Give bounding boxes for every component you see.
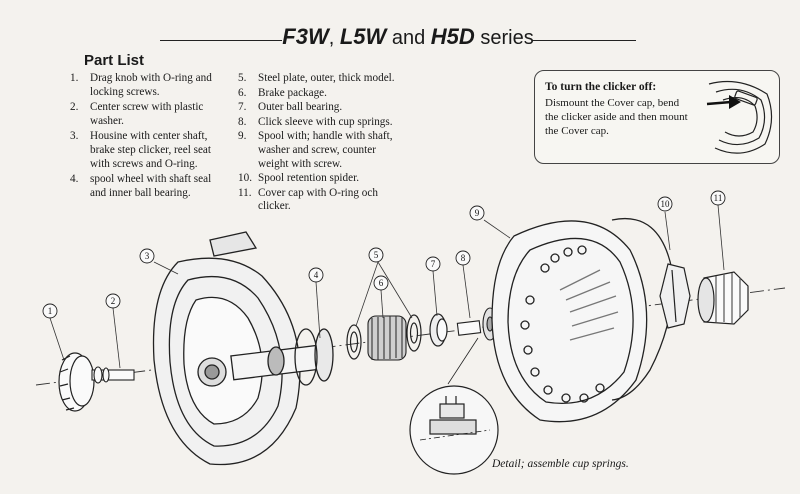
part-number: 1. bbox=[70, 72, 79, 84]
callout-label-1: 1 bbox=[48, 306, 53, 316]
detail-caption: Detail; assemble cup springs. bbox=[492, 458, 629, 470]
part-number: 8. bbox=[238, 115, 247, 128]
callout-label-2: 2 bbox=[111, 296, 116, 306]
part-item-9: 9. Spool with; handle with shaft, washer … bbox=[238, 130, 398, 171]
part-description: Spool with; handle with shaft, washer an… bbox=[258, 130, 393, 170]
part-number: 2. bbox=[70, 101, 79, 114]
callout-leaders bbox=[49, 204, 725, 369]
callout-label-9: 9 bbox=[475, 208, 480, 218]
callout-circle-6 bbox=[373, 275, 389, 291]
steel-plate-part bbox=[346, 314, 422, 360]
part-description: Drag knob with O-ring and locking screws… bbox=[90, 72, 212, 98]
part-number: 10. bbox=[238, 172, 252, 185]
part-item-2: 2. Center screw with plastic washer. bbox=[70, 101, 220, 128]
callout-circle-7 bbox=[425, 256, 441, 272]
part-description: Cover cap with O-ring och clicker. bbox=[258, 186, 378, 213]
part-number: 9. bbox=[238, 130, 247, 143]
callout-label-5: 5 bbox=[374, 250, 379, 260]
drag-knob-part bbox=[58, 352, 95, 412]
leader-6 bbox=[380, 289, 384, 319]
leader-8 bbox=[462, 264, 471, 319]
callout-circle-4 bbox=[308, 267, 324, 283]
leader-7 bbox=[432, 270, 438, 317]
callout-label-6: 6 bbox=[379, 278, 384, 288]
part-description: Brake package. bbox=[258, 86, 327, 99]
spool-part bbox=[491, 218, 674, 423]
part-item-11: 11. Cover cap with O-ring och clicker. bbox=[238, 187, 398, 214]
clicker-note-heading: To turn the clicker off: bbox=[545, 81, 657, 93]
click-sleeve-part bbox=[456, 307, 498, 341]
title-and: and bbox=[391, 27, 426, 49]
leader-5b bbox=[377, 261, 413, 319]
callout-circle-10 bbox=[657, 196, 673, 212]
part-number: 3. bbox=[70, 130, 79, 143]
callout-circles bbox=[42, 190, 726, 319]
clicker-detail-illustration bbox=[706, 81, 773, 154]
callout-label-10: 10 bbox=[661, 199, 671, 209]
center-screw-part bbox=[91, 366, 135, 384]
leader-4 bbox=[315, 281, 321, 339]
part-description: Click sleeve with cup springs. bbox=[258, 115, 393, 128]
part-number: 5. bbox=[238, 72, 247, 84]
part-item-3: 3. Housine with center shaft, brake step … bbox=[70, 130, 220, 171]
leader-10 bbox=[664, 211, 671, 251]
callout-label-7: 7 bbox=[431, 259, 436, 269]
title-series: series bbox=[480, 27, 534, 49]
leader-1 bbox=[49, 317, 65, 361]
part-number: 7. bbox=[238, 101, 247, 114]
series-title: F3W, L5W and H5D series bbox=[278, 24, 538, 50]
callout-label-4: 4 bbox=[314, 270, 319, 280]
leader-2 bbox=[112, 307, 121, 369]
part-item-8: 8. Click sleeve with cup springs. bbox=[238, 116, 398, 130]
part-description: Housine with center shaft, brake step cl… bbox=[90, 130, 211, 170]
detail-magnifier bbox=[409, 337, 499, 475]
callout-label-11: 11 bbox=[714, 193, 723, 203]
title-rule-right bbox=[532, 40, 636, 41]
leader-5a bbox=[355, 261, 379, 327]
part-list-column-2: 5. Steel plate, outer, thick model. 6. Bra… bbox=[238, 72, 398, 215]
part-number: 11. bbox=[238, 186, 252, 199]
retention-spider-part bbox=[659, 263, 691, 329]
part-list-heading: Part List bbox=[84, 52, 145, 69]
part-item-5: 5. Steel plate, outer, thick model. bbox=[238, 72, 398, 86]
part-list-column-1: 1. Drag knob with O-ring and locking scre… bbox=[70, 72, 220, 202]
part-description: Spool retention spider. bbox=[258, 172, 359, 185]
title-rule-left bbox=[160, 40, 282, 41]
leader-9 bbox=[483, 219, 511, 239]
callout-label-8: 8 bbox=[461, 253, 466, 263]
leader-3 bbox=[153, 261, 179, 275]
clicker-note-body: Dismount the Cover cap, bend the clicker… bbox=[545, 97, 688, 137]
callout-circle-3 bbox=[139, 248, 155, 264]
part-item-4: 4. spool wheel with shaft seal and inner … bbox=[70, 173, 220, 200]
leader-11 bbox=[717, 204, 725, 271]
title-comma: , bbox=[328, 27, 335, 49]
part-description: Steel plate, outer, thick model. bbox=[258, 72, 395, 84]
part-description: Center screw with plastic washer. bbox=[90, 101, 204, 127]
cover-cap-part bbox=[697, 271, 749, 325]
part-item-1: 1. Drag knob with O-ring and locking scre… bbox=[70, 72, 220, 99]
model-h5d: H5D bbox=[430, 24, 475, 49]
model-l5w: L5W bbox=[339, 24, 387, 49]
callout-circle-8 bbox=[455, 250, 471, 266]
callout-circle-11 bbox=[710, 190, 726, 206]
part-description: Outer ball bearing. bbox=[258, 101, 343, 114]
part-description: spool wheel with shaft seal and inner ba… bbox=[90, 173, 212, 199]
model-f3w: F3W bbox=[282, 24, 329, 49]
callout-circle-5 bbox=[368, 247, 384, 263]
callout-circle-2 bbox=[105, 293, 121, 309]
clicker-note-box: To turn the clicker off: Dismount the Co… bbox=[534, 70, 780, 164]
brake-package-part bbox=[367, 315, 407, 361]
part-number: 4. bbox=[70, 173, 79, 186]
part-item-6: 6. Brake package. bbox=[238, 87, 398, 101]
callout-circle-1 bbox=[42, 303, 58, 319]
callout-label-3: 3 bbox=[145, 251, 150, 261]
reel-frame-part bbox=[152, 231, 334, 466]
part-item-10: 10. Spool retention spider. bbox=[238, 172, 398, 186]
callout-circle-9 bbox=[469, 205, 485, 221]
ball-bearing-part bbox=[429, 313, 448, 347]
part-item-7: 7. Outer ball bearing. bbox=[238, 101, 398, 115]
part-number: 6. bbox=[238, 86, 247, 99]
